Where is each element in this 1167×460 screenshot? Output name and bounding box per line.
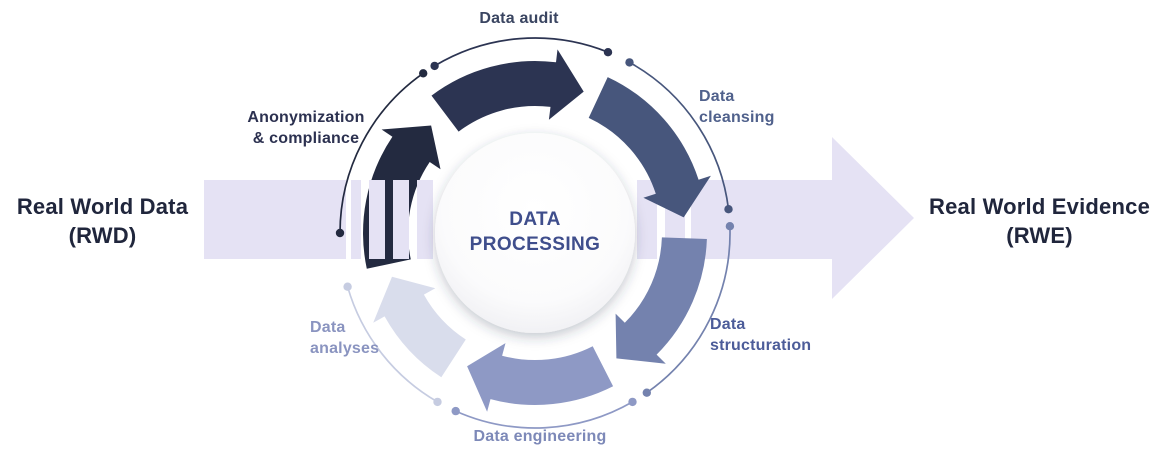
stage-label-line: Data engineering <box>473 428 607 445</box>
callout-arc-data-audit <box>434 37 609 67</box>
stage-label-line: Anonymization <box>247 109 365 126</box>
stage-label-data-cleansing: Data cleansing <box>699 86 775 128</box>
source-label-line: (RWD) <box>68 223 137 248</box>
stage-label-data-analyses: Data analyses <box>310 317 379 359</box>
callout-dot <box>628 397 637 407</box>
arrow-body-left <box>204 180 346 259</box>
center-label-data-processing: DATA PROCESSING <box>435 207 635 257</box>
arrow-stripe <box>351 180 361 259</box>
center-circle <box>435 133 635 333</box>
cycle-segments-front <box>431 49 711 412</box>
callout-dot <box>335 228 345 238</box>
callout-arc-data-analyses <box>346 286 438 403</box>
cycle-segment-data-analyses <box>373 276 466 378</box>
callout-dot <box>433 397 442 407</box>
center-label-line: DATA <box>509 209 561 230</box>
arrow-stripe <box>417 180 433 259</box>
cycle-segment-data-engineering <box>467 343 614 412</box>
callout-arc-data-cleansing <box>629 61 730 210</box>
stage-label-line: Data audit <box>479 10 559 27</box>
callout-arc-anonymization-compliance <box>339 72 424 234</box>
stage-label-line: cleansing <box>699 109 775 126</box>
center-label-line: PROCESSING <box>469 234 601 255</box>
callout-dot <box>343 282 352 291</box>
callout-dot <box>451 406 460 416</box>
target-label-rwe: Real World Evidence (RWE) <box>912 192 1167 250</box>
callout-dot <box>642 388 651 397</box>
callout-dot <box>725 222 735 231</box>
callout-arc-data-structuration <box>646 226 731 394</box>
target-label-line: (RWE) <box>1006 223 1073 248</box>
arrow-stripe <box>637 180 657 259</box>
cycle-segment-data-cleansing <box>588 77 711 218</box>
stage-label-line: structuration <box>710 337 812 354</box>
stage-label-data-engineering: Data engineering <box>440 426 640 447</box>
callout-dot <box>603 48 613 57</box>
source-label-rwd: Real World Data (RWD) <box>0 192 205 250</box>
callout-dot <box>625 58 634 67</box>
arrow-stripe <box>393 180 409 259</box>
cycle-segment-data-structuration <box>615 237 707 364</box>
stage-label-data-audit: Data audit <box>419 8 619 29</box>
callout-arc-data-engineering <box>455 401 633 429</box>
stage-label-line: Data <box>310 319 346 336</box>
callout-dot <box>724 205 733 214</box>
callout-arcs <box>335 37 735 429</box>
stage-label-line: & compliance <box>252 130 360 147</box>
arrow-stripe <box>369 180 385 259</box>
arrow-body-right-and-head <box>691 137 914 299</box>
target-label-line: Real World Evidence <box>928 194 1151 219</box>
source-label-line: Real World Data <box>16 194 189 219</box>
cycle-segment-data-audit <box>431 49 584 132</box>
stage-label-line: Data <box>710 316 746 333</box>
callout-dot <box>430 61 439 71</box>
callout-dot <box>419 69 428 78</box>
stage-label-data-structuration: Data structuration <box>710 314 811 356</box>
stage-label-line: analyses <box>310 340 380 357</box>
stage-label-anonymization-compliance: Anonymization & compliance <box>206 107 406 149</box>
stage-label-line: Data <box>699 88 735 105</box>
